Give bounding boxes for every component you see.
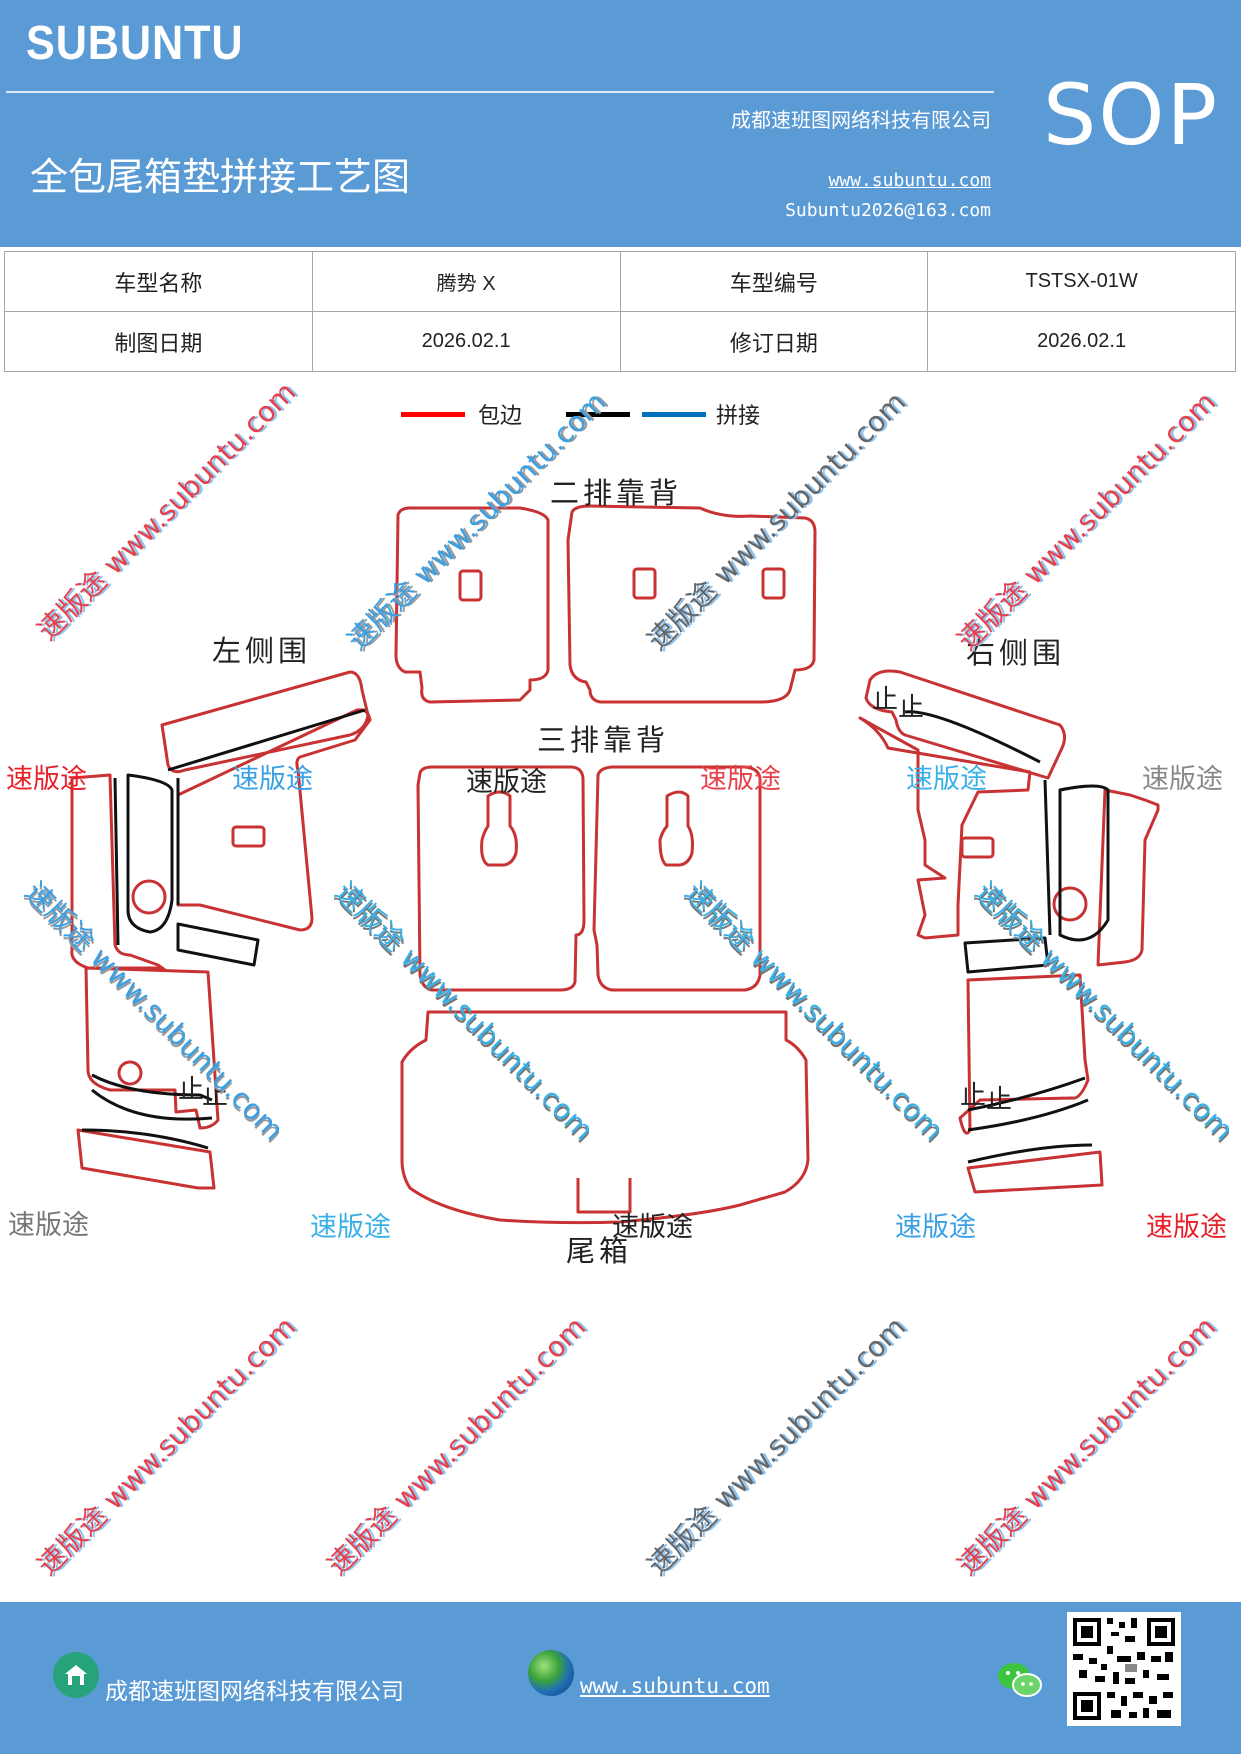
table-row: 车型名称 腾势 X 车型编号 TSTSX-01W	[4, 251, 1236, 312]
label-second-row-back: 二排靠背	[550, 476, 683, 510]
stop-mark: 止	[960, 1081, 986, 1111]
vehicle-info-table: 车型名称 腾势 X 车型编号 TSTSX-01W 制图日期 2026.02.1 …	[4, 251, 1236, 372]
third-row-right-panel	[592, 765, 762, 992]
watermark: 速版途	[700, 764, 781, 795]
label-left-side: 左侧围	[212, 634, 312, 668]
second-row-right-panel	[566, 504, 817, 704]
stop-mark: 止	[872, 685, 898, 715]
watermark: 速版途 www.subuntu.com	[320, 1310, 593, 1582]
second-row-left-panel	[394, 506, 550, 704]
left-seam-7	[91, 1088, 213, 1121]
model-name-label: 车型名称	[4, 251, 313, 312]
right-seam-2	[1043, 779, 1052, 936]
footer-website-link[interactable]: www.subuntu.com	[580, 1674, 770, 1698]
qr-code	[1067, 1612, 1181, 1726]
left-seam-5	[176, 922, 260, 967]
watermark: 速版途	[612, 1212, 693, 1243]
watermark: 速版途 www.subuntu.com	[30, 1310, 303, 1582]
header-email: Subuntu2026@163.com	[785, 200, 991, 221]
revise-date-value: 2026.02.1	[927, 311, 1236, 372]
watermark: 速版途 www.subuntu.com	[950, 1310, 1223, 1582]
left-hole-circle-2	[117, 1060, 143, 1086]
left-hole-circle	[131, 879, 167, 915]
footer: 成都速班图网络科技有限公司 www.subuntu.com	[0, 1602, 1241, 1754]
stop-mark: 止	[986, 1085, 1012, 1115]
model-code-value: TSTSX-01W	[927, 251, 1236, 312]
left-rear-panel	[70, 773, 167, 972]
watermark: 速版途	[466, 767, 547, 798]
left-seam-6	[91, 1073, 213, 1102]
left-seam-8	[81, 1128, 209, 1150]
left-main-panel	[176, 708, 372, 932]
left-hole-rect	[231, 825, 266, 848]
stop-mark: 止	[898, 693, 924, 723]
legend-swatch-edge	[401, 412, 465, 417]
watermark: 速版途	[906, 764, 987, 795]
legend-swatch-black	[566, 412, 630, 417]
header-banner: SUBUNTU 成都速班图网络科技有限公司 全包尾箱垫拼接工艺图 www.sub…	[0, 0, 1241, 247]
left-lower-strip	[76, 1128, 216, 1190]
right-upper-strip	[864, 669, 1067, 780]
watermark: 速版途	[895, 1212, 976, 1243]
right-main-panel	[858, 716, 1032, 940]
right-seam-4	[963, 936, 1050, 974]
label-right-side: 右侧围	[966, 636, 1066, 670]
right-seam-3	[1058, 784, 1110, 942]
right-lower-panel	[958, 973, 1090, 1135]
second-row-hole-2	[632, 567, 657, 600]
legend-label-edge: 包边	[478, 404, 523, 429]
right-lower-strip	[966, 1150, 1104, 1194]
legend: 包边 拼接	[0, 395, 1241, 435]
document-title: 全包尾箱垫拼接工艺图	[30, 155, 411, 199]
watermark: 速版途	[6, 764, 87, 795]
third-row-slot-2	[658, 790, 694, 867]
right-seam-7	[967, 1143, 1093, 1164]
stop-mark: 止	[202, 1081, 228, 1111]
left-seam-4	[126, 773, 174, 934]
splice-diagram: 止 止 止 止 止 止	[70, 504, 1160, 1225]
wechat-icon	[998, 1663, 1042, 1697]
left-seam-1	[167, 708, 366, 772]
stop-mark: 止	[178, 1075, 204, 1105]
left-lower-panel	[84, 966, 220, 1130]
right-seam-5	[967, 1076, 1086, 1112]
model-code-label: 车型编号	[619, 251, 929, 312]
right-hole-circle	[1052, 886, 1088, 922]
draw-date-value: 2026.02.1	[311, 311, 621, 372]
third-row-slot-1	[480, 790, 518, 867]
draw-date-label: 制图日期	[4, 311, 313, 372]
legend-label-seam: 拼接	[716, 404, 761, 429]
legend-swatch-seam	[642, 412, 706, 417]
model-name-value: 腾势 X	[311, 251, 621, 312]
label-trunk: 尾箱	[566, 1234, 633, 1268]
header-divider	[6, 91, 994, 93]
watermark: 速版途 www.subuntu.com	[640, 1310, 913, 1582]
header-website-link[interactable]: www.subuntu.com	[828, 170, 991, 191]
trunk-notch	[576, 1178, 632, 1214]
third-row-left-panel	[416, 765, 586, 992]
watermark: 速版途	[8, 1210, 89, 1241]
watermark: 速版途	[310, 1212, 391, 1243]
right-seam-6	[967, 1098, 1089, 1132]
footer-company: 成都速班图网络科技有限公司	[105, 1679, 404, 1705]
second-row-hole-3	[761, 567, 786, 600]
watermark: 速版途	[232, 764, 313, 795]
right-hole-rect	[960, 836, 995, 859]
watermark: 速版途	[1142, 764, 1223, 795]
header-company: 成都速班图网络科技有限公司	[731, 108, 991, 132]
right-seam-1	[904, 710, 1041, 764]
right-rear-panel	[1096, 788, 1160, 967]
watermark: 速版途	[1146, 1212, 1227, 1243]
table-row: 制图日期 2026.02.1 修订日期 2026.02.1	[4, 311, 1236, 372]
left-seam-3	[113, 777, 120, 946]
brand-logo: SUBUNTU	[26, 17, 244, 70]
second-row-hole-1	[458, 569, 483, 602]
globe-icon	[528, 1650, 574, 1696]
label-third-row-back: 三排靠背	[537, 723, 670, 757]
sop-badge: SOP	[1043, 66, 1220, 164]
trunk-floor	[400, 1010, 810, 1225]
home-icon	[53, 1652, 99, 1698]
revise-date-label: 修订日期	[619, 311, 929, 372]
